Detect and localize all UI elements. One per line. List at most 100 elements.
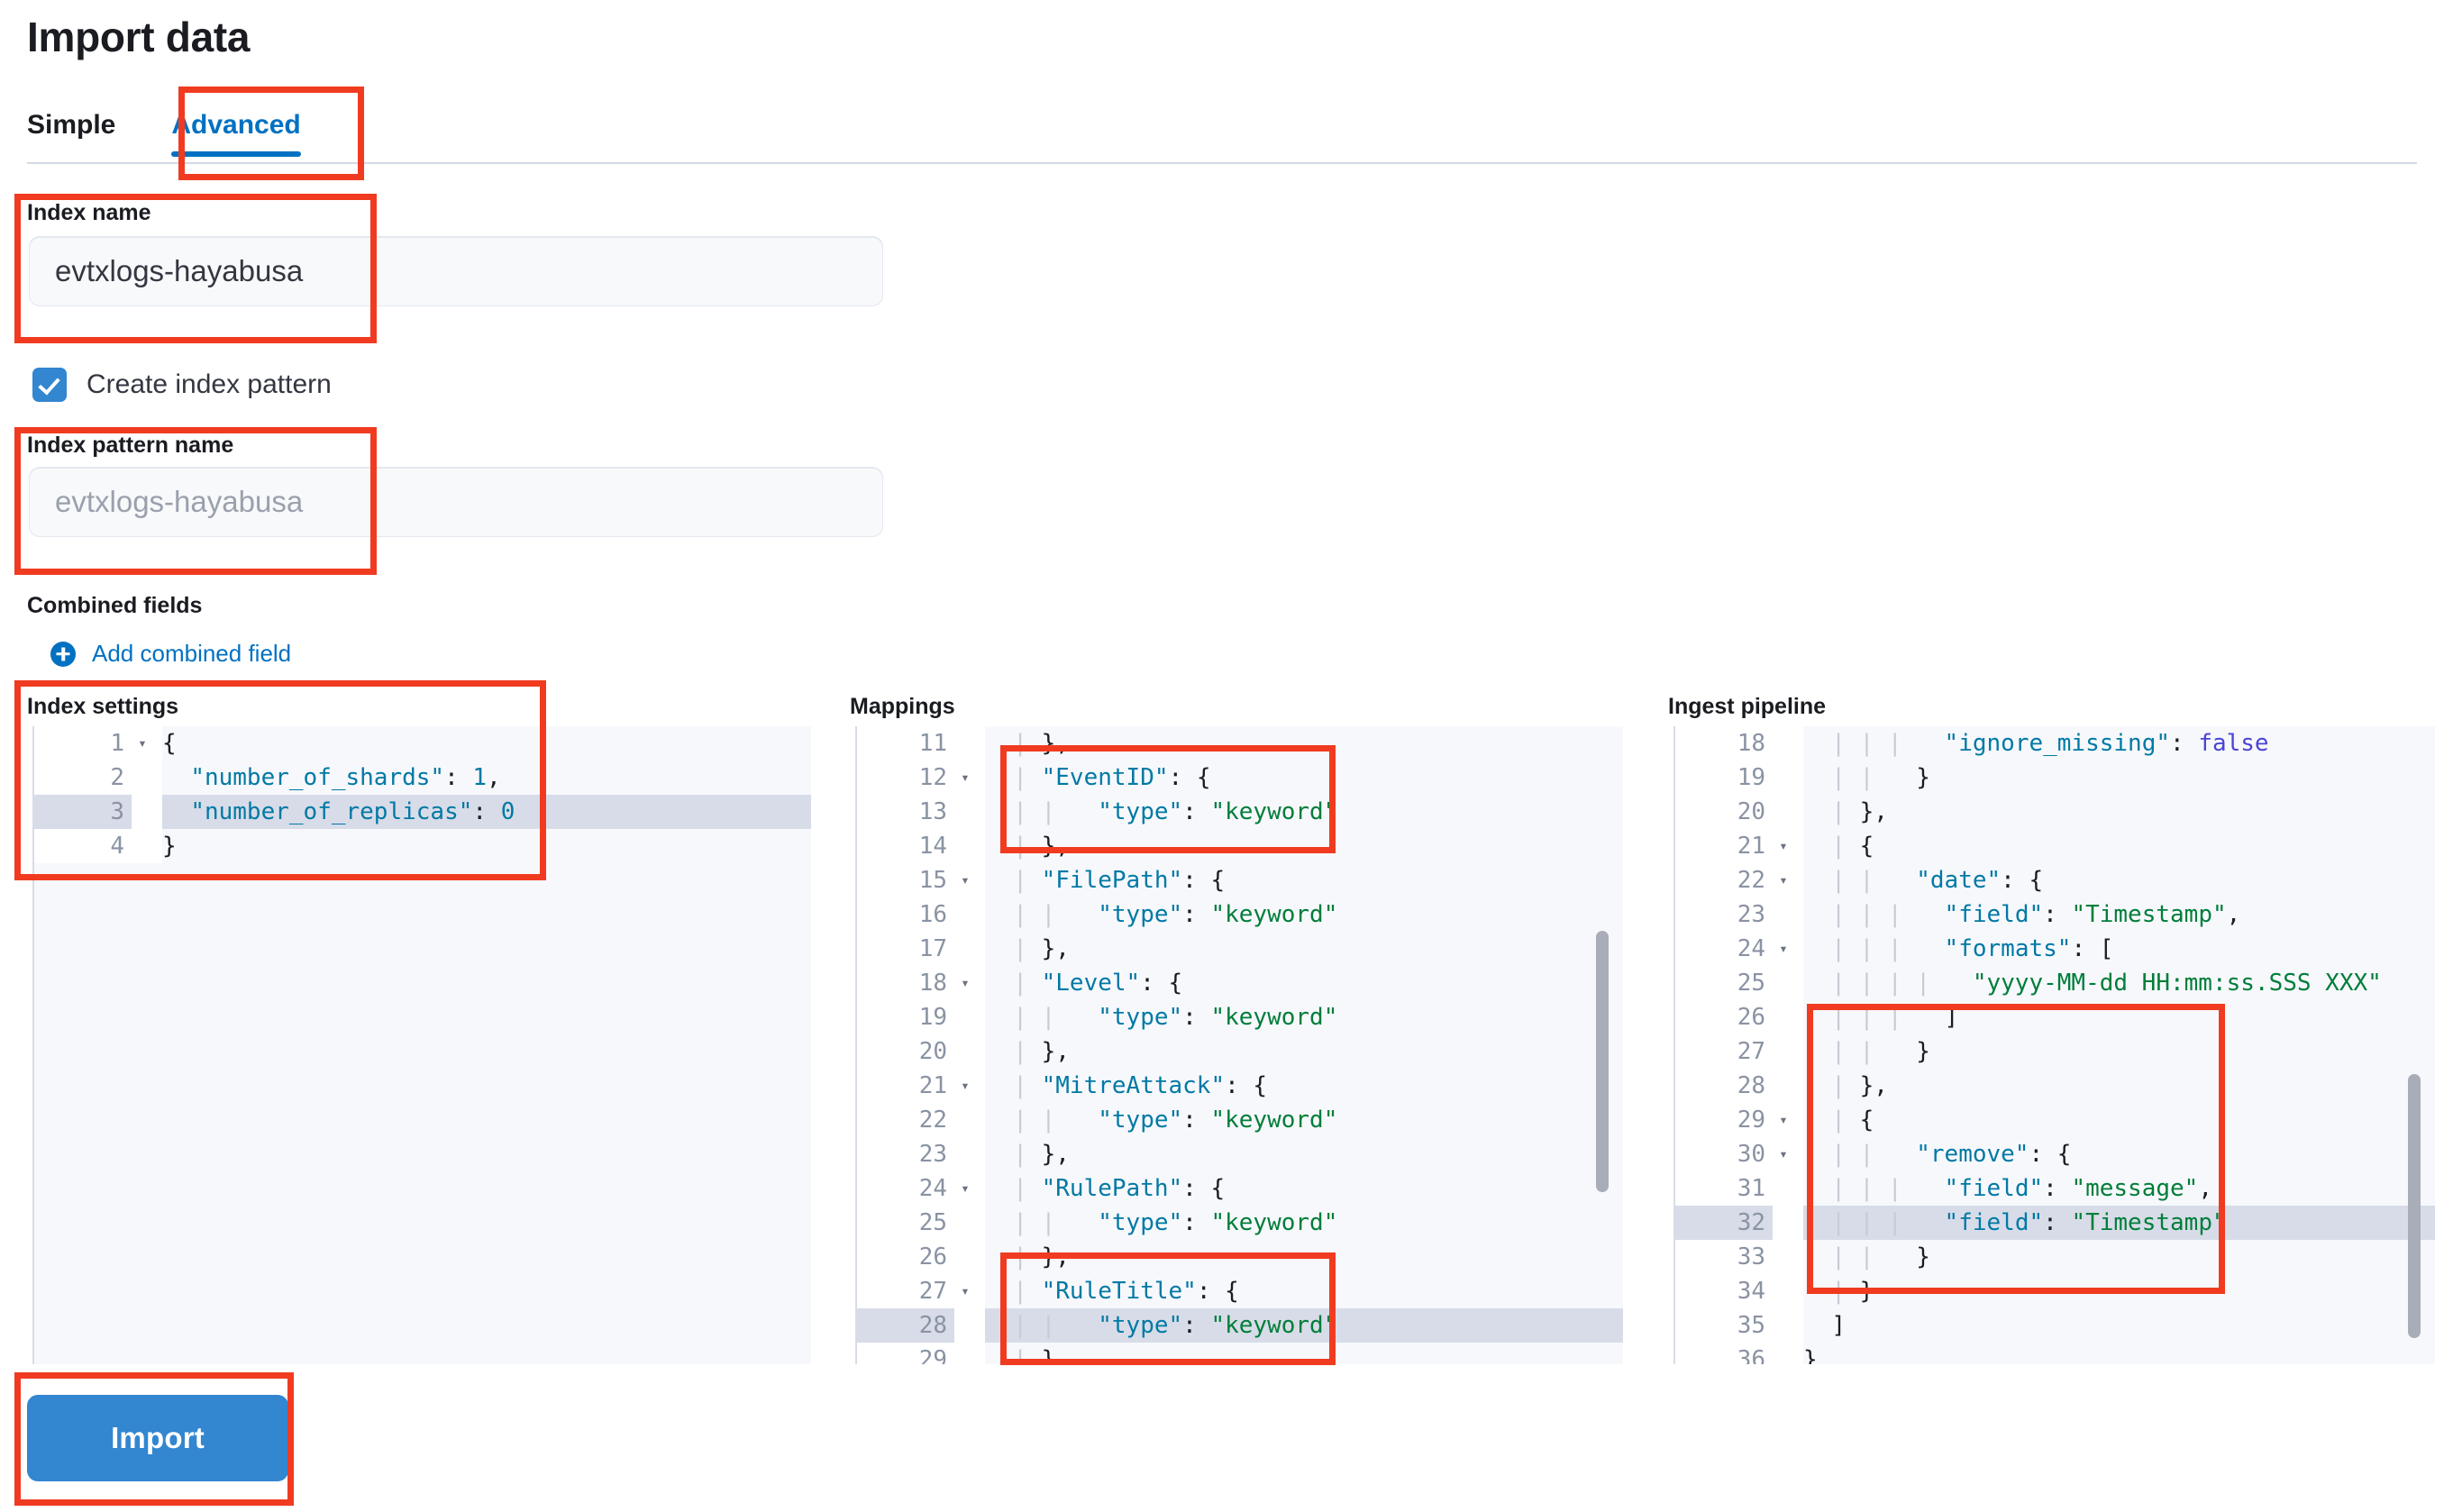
tab-simple[interactable]: Simple — [27, 110, 116, 140]
code-text: ] — [1831, 1312, 1846, 1339]
line-number: 16 — [857, 897, 954, 932]
code-line: 26 | }, — [857, 1240, 1623, 1274]
code-text: | | | "ignore_missing": false — [1803, 730, 2269, 757]
code-line: 24▾ | | | "formats": [ — [1675, 932, 2435, 966]
code-line: 32 | | | "field": "Timestamp" — [1675, 1206, 2435, 1240]
tab-bar: Simple Advanced — [27, 101, 333, 157]
line-number: 30▾ — [1675, 1137, 1788, 1171]
fold-arrow-icon[interactable]: ▾ — [1779, 1145, 1788, 1162]
line-number: 29▾ — [1675, 1103, 1788, 1137]
index-name-label: Index name — [27, 200, 151, 225]
line-number: 18▾ — [857, 966, 970, 1000]
code-text: | "EventID": { — [985, 764, 1211, 791]
fold-arrow-icon[interactable]: ▾ — [1779, 871, 1788, 888]
code-line: 17 | }, — [857, 932, 1623, 966]
index-name-input[interactable]: evtxlogs-hayabusa — [29, 236, 883, 306]
fold-arrow-icon[interactable]: ▾ — [961, 1180, 970, 1197]
code-text: } — [1803, 1346, 1818, 1364]
fold-arrow-icon[interactable]: ▾ — [961, 1282, 970, 1299]
fold-arrow-icon[interactable]: ▾ — [961, 974, 970, 991]
add-combined-field-label: Add combined field — [92, 640, 292, 667]
line-number: 26 — [1675, 1000, 1773, 1034]
tab-advanced[interactable]: Advanced — [139, 110, 333, 157]
line-number: 3 — [34, 795, 132, 829]
line-number: 22 — [857, 1103, 954, 1137]
index-settings-title: Index settings — [27, 694, 179, 719]
checkbox-checked-icon[interactable] — [32, 368, 67, 402]
code-line: 21▾ | "MitreAttack": { — [857, 1069, 1623, 1103]
code-text: | }, — [985, 1038, 1070, 1065]
line-number: 29 — [857, 1343, 954, 1364]
fold-arrow-icon[interactable]: ▾ — [961, 1077, 970, 1094]
code-text: { — [162, 730, 177, 757]
line-number: 19 — [857, 1000, 954, 1034]
line-number: 36 — [1675, 1343, 1773, 1364]
code-text: | | | "formats": [ — [1803, 935, 2114, 962]
code-text: | }, — [985, 935, 1070, 962]
line-number: 14 — [857, 829, 954, 863]
tab-divider — [27, 162, 2417, 164]
index-settings-editor[interactable]: 1▾{2 "number_of_shards": 1,3 "number_of_… — [32, 726, 811, 1364]
code-line: 35 ] — [1675, 1308, 2435, 1343]
mappings-editor[interactable]: 11 | },12▾ | "EventID": {13 | | "type": … — [855, 726, 1623, 1364]
mappings-scrollbar[interactable] — [1596, 931, 1609, 1192]
code-line: 26 | | | ] — [1675, 1000, 2435, 1034]
fold-arrow-icon[interactable]: ▾ — [1779, 837, 1788, 854]
code-line: 36} — [1675, 1343, 2435, 1364]
code-line: 13 | | "type": "keyword" — [857, 795, 1623, 829]
code-text: | }, — [985, 833, 1070, 860]
line-number: 11 — [857, 726, 954, 761]
fold-arrow-icon[interactable]: ▾ — [1779, 1111, 1788, 1128]
line-number: 23 — [857, 1137, 954, 1171]
import-button[interactable]: Import — [27, 1395, 288, 1481]
line-number: 27 — [1675, 1034, 1773, 1069]
code-text: | }, — [1803, 1072, 1888, 1099]
line-number: 21▾ — [1675, 829, 1788, 863]
code-text: } — [162, 833, 177, 860]
mappings-title: Mappings — [850, 694, 955, 719]
code-text: | | "date": { — [1803, 867, 2044, 894]
code-text: | }, — [985, 1346, 1070, 1364]
line-number: 15▾ — [857, 863, 970, 897]
line-number: 28 — [857, 1308, 954, 1343]
fold-arrow-icon[interactable]: ▾ — [961, 871, 970, 888]
ingest-pipeline-scrollbar[interactable] — [2408, 1074, 2421, 1338]
fold-arrow-icon[interactable]: ▾ — [138, 734, 147, 751]
line-number: 24▾ — [1675, 932, 1788, 966]
fold-arrow-icon[interactable]: ▾ — [1779, 940, 1788, 957]
create-index-pattern-checkbox-row[interactable]: Create index pattern — [32, 368, 332, 402]
line-number: 27▾ — [857, 1274, 970, 1308]
code-text: | | "remove": { — [1803, 1141, 2072, 1168]
index-pattern-name-placeholder: evtxlogs-hayabusa — [55, 485, 304, 518]
code-line: 4} — [34, 829, 811, 863]
code-line: 15▾ | "FilePath": { — [857, 863, 1623, 897]
line-number: 26 — [857, 1240, 954, 1274]
code-text: | "RulePath": { — [985, 1175, 1226, 1202]
line-number: 32 — [1675, 1206, 1773, 1240]
code-line: 27▾ | "RuleTitle": { — [857, 1274, 1623, 1308]
line-number: 25 — [1675, 966, 1773, 1000]
line-number: 1▾ — [34, 726, 147, 761]
index-pattern-name-input[interactable]: evtxlogs-hayabusa — [29, 467, 883, 537]
code-text: | { — [1803, 833, 1874, 860]
fold-arrow-icon[interactable]: ▾ — [961, 769, 970, 786]
line-number: 2 — [34, 761, 132, 795]
code-line: 18 | | | "ignore_missing": false — [1675, 726, 2435, 761]
code-text: | | | "field": "message", — [1803, 1175, 2212, 1202]
code-text: | | } — [1803, 1038, 1930, 1065]
code-line: 21▾ | { — [1675, 829, 2435, 863]
code-text: | | | "field": "Timestamp" — [1803, 1209, 2227, 1236]
line-number: 35 — [1675, 1308, 1773, 1343]
code-text: | | } — [1803, 1243, 1930, 1271]
add-combined-field-link[interactable]: Add combined field — [50, 640, 291, 668]
line-number: 20 — [1675, 795, 1773, 829]
line-number: 34 — [1675, 1274, 1773, 1308]
line-number: 18 — [1675, 726, 1773, 761]
code-line: 33 | | } — [1675, 1240, 2435, 1274]
index-name-value: evtxlogs-hayabusa — [55, 254, 304, 287]
code-line: 11 | }, — [857, 726, 1623, 761]
code-line: 31 | | | "field": "message", — [1675, 1171, 2435, 1206]
ingest-pipeline-title: Ingest pipeline — [1668, 694, 1827, 719]
code-line: 22▾ | | "date": { — [1675, 863, 2435, 897]
